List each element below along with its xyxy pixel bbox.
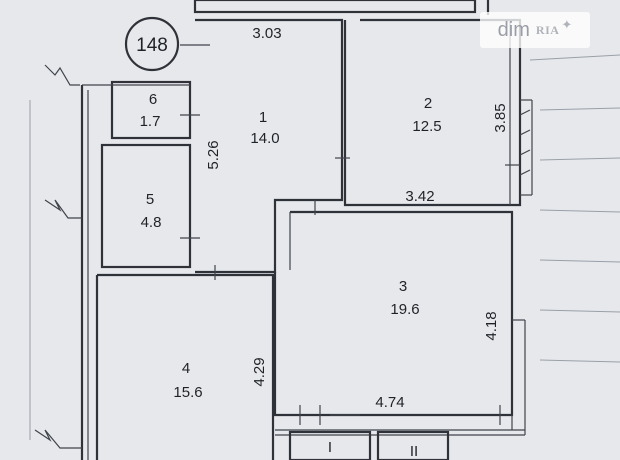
room-5-id: 5 xyxy=(146,191,154,208)
background-lines xyxy=(29,54,620,440)
dim-4-74: 4.74 xyxy=(375,394,404,411)
star-icon: ✦ xyxy=(561,17,573,32)
room-6-id: 6 xyxy=(149,91,157,108)
room-II-id: II xyxy=(410,443,418,460)
plan-number: 148 xyxy=(136,35,168,56)
room-1-area: 14.0 xyxy=(250,130,279,147)
room-3-id: 3 xyxy=(399,278,407,295)
room-1-id: 1 xyxy=(259,109,267,126)
dim-3-03: 3.03 xyxy=(252,25,281,42)
top-wall xyxy=(193,0,490,15)
dimension-labels: 3.03 5.26 3.85 3.42 4.18 4.29 4.74 xyxy=(205,25,509,411)
room-6-area: 1.7 xyxy=(140,113,161,130)
outer-walls xyxy=(80,18,533,460)
watermark-sub: RIA xyxy=(535,22,560,37)
room-2-area: 12.5 xyxy=(412,118,441,135)
dim-5-26: 5.26 xyxy=(205,140,222,169)
tick-marks xyxy=(180,44,531,425)
watermark-logo: dim RIA ✦ xyxy=(480,12,590,48)
dim-4-18: 4.18 xyxy=(483,311,500,340)
watermark-brand: dim xyxy=(497,18,530,41)
room-5-area: 4.8 xyxy=(141,214,162,231)
bottom-cells xyxy=(288,414,450,460)
room-3-area: 19.6 xyxy=(390,301,419,318)
room-4-area: 15.6 xyxy=(173,384,202,401)
left-break-marks xyxy=(34,64,82,449)
plan-number-marker: 148 xyxy=(124,16,180,72)
room-I-id: I xyxy=(328,439,332,456)
dim-4-29: 4.29 xyxy=(251,357,268,386)
dim-3-85: 3.85 xyxy=(492,103,509,132)
room-4-id: 4 xyxy=(182,360,190,377)
dim-3-42: 3.42 xyxy=(405,188,434,205)
room-labels: 1 14.0 2 12.5 3 19.6 4 15.6 5 4.8 6 1.7 … xyxy=(140,91,442,460)
room-2-id: 2 xyxy=(424,95,432,112)
